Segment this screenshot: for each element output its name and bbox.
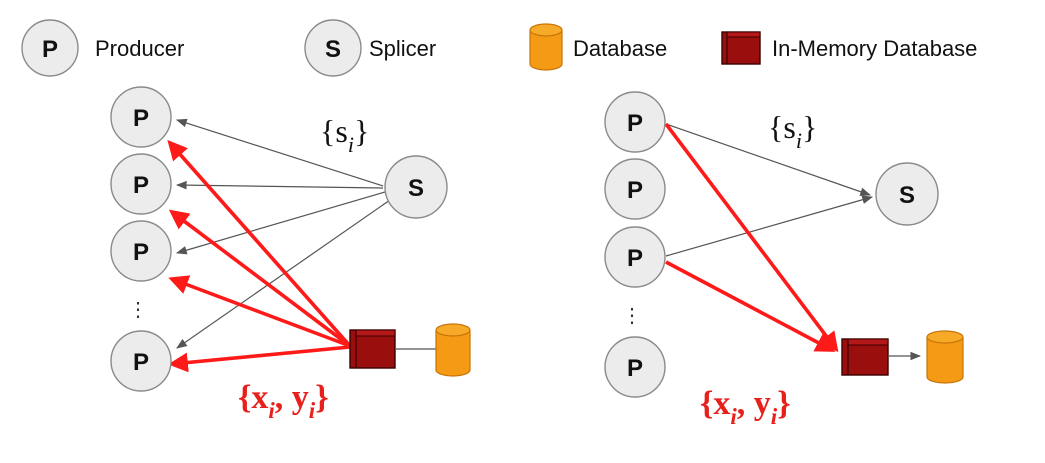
database-cylinder-icon — [529, 23, 563, 71]
right-splicer-symbol: S — [899, 182, 915, 209]
left-producer-3: P — [110, 220, 172, 282]
right-producer-1-symbol: P — [627, 110, 643, 137]
left-db-to-producer-1-arrow — [167, 140, 352, 348]
legend-database: Database — [529, 23, 667, 71]
left-data-y: y — [292, 379, 309, 416]
right-data-label: {xi, yi} — [700, 385, 791, 429]
left-producer-1: P — [110, 86, 172, 148]
left-splicer: S — [384, 155, 448, 219]
right-producer-3-symbol: P — [627, 245, 643, 272]
left-splicer-symbol: S — [408, 175, 424, 202]
right-producer-ellipsis: ⋮ — [622, 305, 642, 327]
left-db-to-producer-2-arrow — [168, 209, 352, 348]
left-data-y-sub: i — [309, 398, 316, 423]
left-producer-3-symbol: P — [133, 239, 149, 266]
right-producer-1-to-db-arrow — [664, 122, 839, 353]
right-producer-4-symbol: P — [627, 355, 643, 382]
left-splicer-to-producer-4-arrow — [176, 199, 391, 349]
legend-splicer-label: Splicer — [369, 36, 436, 61]
left-producer-2: P — [110, 153, 172, 215]
legend-producer-circle — [21, 19, 79, 77]
right-splicer: S — [875, 162, 939, 226]
left-db-to-producer-4-arrow — [168, 345, 351, 373]
right-producer-1: P — [604, 91, 666, 153]
left-set-sub: i — [348, 132, 354, 157]
legend-splicer: S Splicer — [304, 19, 436, 77]
right-database-cylinder-icon — [926, 330, 964, 384]
right-data-x: x — [713, 385, 730, 422]
left-diagram: P P P ⋮ P S {si} — [110, 86, 471, 423]
right-producer-1-to-splicer-arrow — [665, 123, 872, 196]
right-producer-3: P — [604, 226, 666, 288]
left-producer-1-symbol: P — [133, 105, 149, 132]
legend: P Producer S Splicer Database In-Memory … — [21, 19, 977, 77]
left-splicer-to-producer-2-arrow — [175, 180, 384, 190]
legend-in-memory-database: In-Memory Database — [721, 31, 977, 65]
right-producer-3-to-splicer-arrow — [665, 195, 874, 257]
left-in-memory-database-icon — [349, 329, 396, 369]
legend-database-label: Database — [573, 36, 667, 61]
legend-producer: P Producer — [21, 19, 184, 77]
right-producer-2: P — [604, 158, 666, 220]
right-splicer-set-label: {si} — [768, 109, 817, 153]
in-memory-database-icon — [721, 31, 761, 65]
legend-producer-label: Producer — [95, 36, 184, 61]
left-db-to-producer-3-arrow — [168, 275, 351, 348]
right-producer-4: P — [604, 336, 666, 398]
left-splicer-to-producer-1-arrow — [175, 118, 384, 187]
legend-splicer-symbol: S — [325, 36, 341, 63]
right-diagram: P P P ⋮ P S {si} — [604, 91, 964, 429]
left-database-cylinder-icon — [435, 323, 471, 377]
right-data-x-sub: i — [730, 404, 737, 429]
right-producer-3-to-db-arrow — [665, 260, 836, 352]
right-set-sub: i — [796, 128, 802, 153]
legend-in-memory-database-label: In-Memory Database — [772, 36, 977, 61]
legend-splicer-circle — [304, 19, 362, 77]
left-splicer-set-label: {si} — [320, 113, 369, 157]
left-producer-2-symbol: P — [133, 172, 149, 199]
left-producer-ellipsis: ⋮ — [128, 299, 148, 321]
left-data-x-sub: i — [268, 398, 275, 423]
right-data-y-sub: i — [771, 404, 778, 429]
left-data-x: x — [251, 379, 268, 416]
right-data-y: y — [754, 385, 771, 422]
right-set-base: s — [783, 109, 795, 145]
right-producer-2-symbol: P — [627, 177, 643, 204]
left-data-label: {xi, yi} — [238, 379, 329, 423]
left-splicer-to-producer-3-arrow — [175, 191, 386, 255]
left-producer-4-symbol: P — [133, 349, 149, 376]
left-producer-4: P — [110, 330, 172, 392]
left-set-base: s — [335, 113, 347, 149]
legend-producer-symbol: P — [42, 36, 58, 63]
right-in-memory-database-icon — [841, 338, 889, 376]
